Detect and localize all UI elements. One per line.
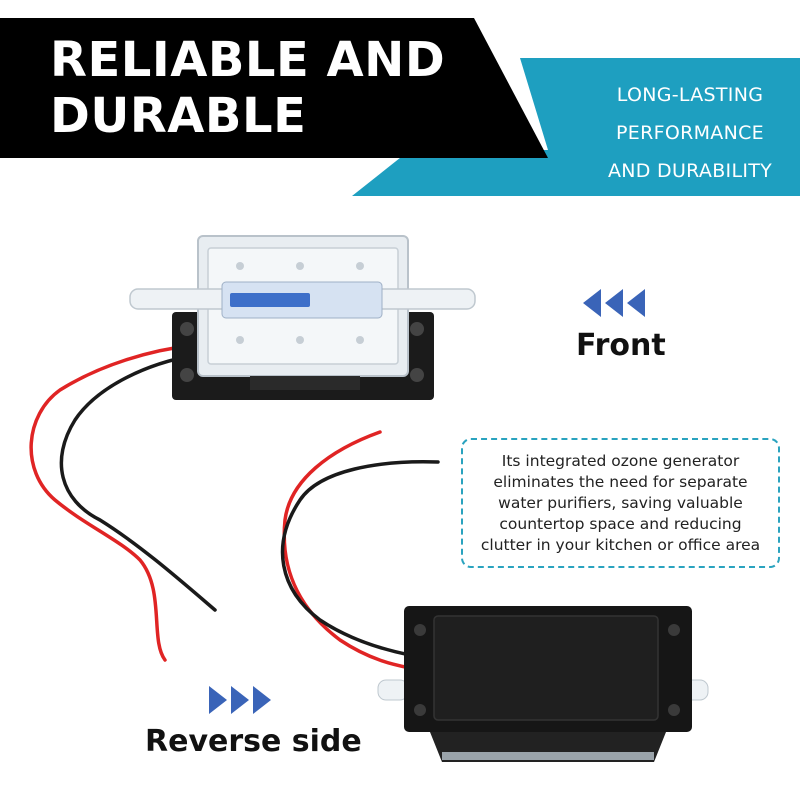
info-text: Its integrated ozone generator eliminate… <box>480 451 761 554</box>
tagline-line-2: PERFORMANCE <box>616 122 764 144</box>
headline-line-1: RELIABLE AND <box>50 32 446 88</box>
info-box: Its integrated ozone generator eliminate… <box>461 438 780 568</box>
chevron-left-icon <box>605 289 623 317</box>
front-arrows <box>583 289 647 317</box>
tagline-line-1: LONG-LASTING <box>616 84 764 106</box>
chevron-right-icon <box>253 686 271 714</box>
front-label: Front <box>576 328 666 363</box>
header-banner <box>0 18 800 196</box>
black-banner <box>0 18 548 158</box>
front-module <box>129 235 476 400</box>
chevron-right-icon <box>231 686 249 714</box>
reverse-label: Reverse side <box>145 724 362 759</box>
teal-banner <box>352 58 800 196</box>
tagline-line-3: AND DURABILITY <box>607 160 773 182</box>
headline-line-2: DURABLE <box>50 88 307 144</box>
reverse-arrows <box>207 686 271 714</box>
reverse-module-wires <box>280 430 440 670</box>
front-module-wires <box>29 343 217 662</box>
headline: RELIABLE AND DURABLE <box>50 32 445 144</box>
chevron-left-icon <box>627 289 645 317</box>
chevron-right-icon <box>209 686 227 714</box>
tagline: LONG-LASTING PERFORMANCE AND DURABILITY <box>590 76 790 190</box>
reverse-module <box>377 606 709 762</box>
chevron-left-icon <box>583 289 601 317</box>
